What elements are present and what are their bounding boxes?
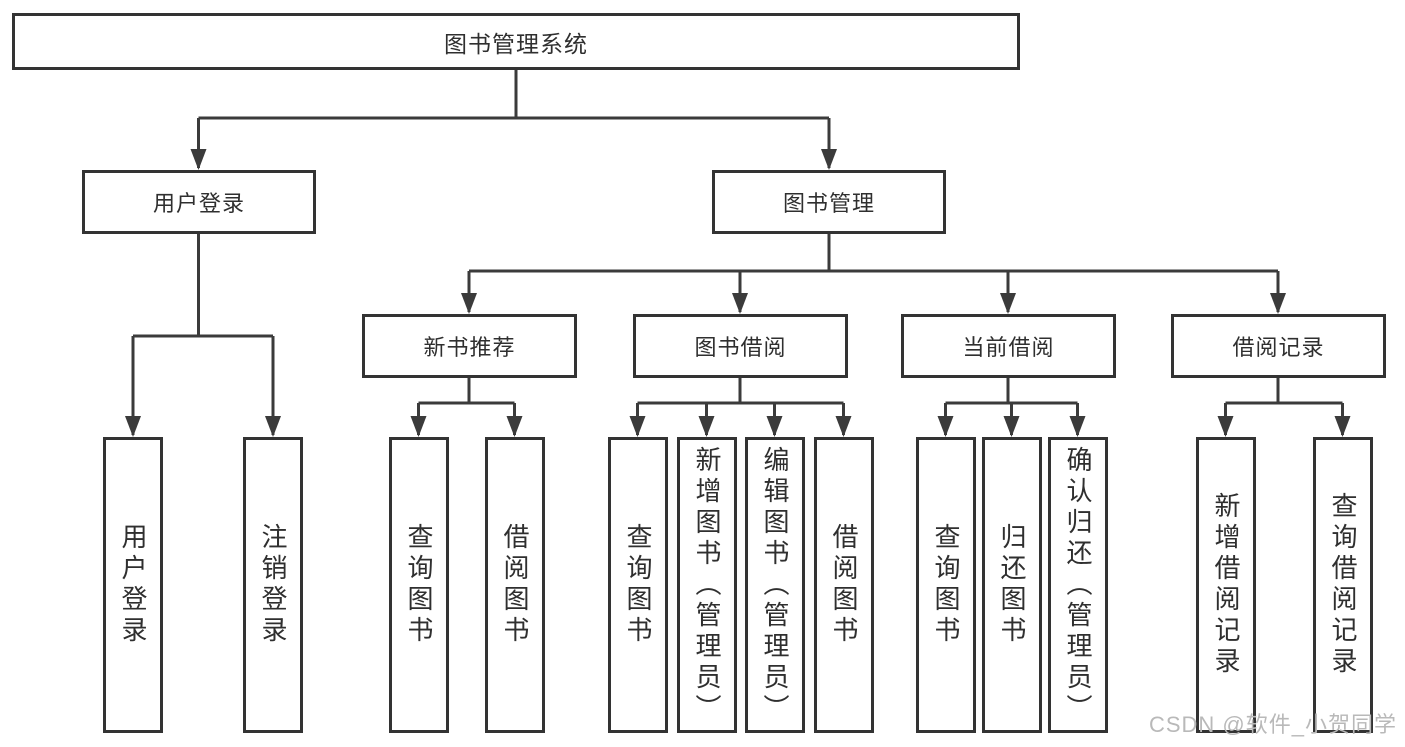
node-library-management-system-label: 图书管理系统 [444,30,588,57]
node-new-book-recommend: 新书推荐 [362,314,577,378]
leaf-current-query-book: 查询图书 [916,437,976,733]
leaf-user-login: 用户登录 [103,437,163,733]
node-library-management-system: 图书管理系统 [12,13,1020,70]
node-book-borrow: 图书借阅 [633,314,848,378]
node-borrow-records-label: 借阅记录 [1232,335,1325,360]
leaf-add-borrow-record-label: 新增借阅记录 [1211,492,1241,678]
leaf-logout-login: 注销登录 [243,437,303,733]
leaf-borrow-query-book: 查询图书 [608,437,668,733]
leaf-recommend-query-book: 查询图书 [389,437,449,733]
leaf-recommend-borrow-book-label: 借阅图书 [500,523,530,647]
node-book-management-label: 图书管理 [782,191,875,216]
leaf-confirm-return-admin-label: 确认归还（管理员） [1063,445,1093,725]
leaf-query-borrow-record-label: 查询借阅记录 [1328,492,1358,678]
leaf-add-book-admin-label: 新增图书（管理员） [692,445,722,725]
leaf-query-borrow-record: 查询借阅记录 [1313,437,1373,733]
node-borrow-records: 借阅记录 [1171,314,1386,378]
leaf-recommend-borrow-book: 借阅图书 [485,437,545,733]
leaf-add-borrow-record: 新增借阅记录 [1196,437,1256,733]
leaf-return-book: 归还图书 [982,437,1042,733]
node-current-borrow: 当前借阅 [901,314,1116,378]
leaf-current-query-book-label: 查询图书 [931,523,961,647]
node-book-management: 图书管理 [712,170,946,234]
leaf-add-book-admin: 新增图书（管理员） [677,437,737,733]
leaf-edit-book-admin: 编辑图书（管理员） [745,437,805,733]
node-user-login-label: 用户登录 [152,191,245,216]
node-book-borrow-label: 图书借阅 [694,335,787,360]
node-user-login: 用户登录 [82,170,316,234]
leaf-user-login-label: 用户登录 [118,523,148,647]
leaf-logout-login-label: 注销登录 [258,523,288,647]
leaf-borrow-query-book-label: 查询图书 [623,523,653,647]
leaf-recommend-query-book-label: 查询图书 [404,523,434,647]
leaf-borrow-book: 借阅图书 [814,437,874,733]
csdn-watermark: CSDN @软件_小贺同学 [1148,712,1397,737]
node-current-borrow-label: 当前借阅 [962,335,1055,360]
leaf-borrow-book-label: 借阅图书 [829,523,859,647]
leaf-return-book-label: 归还图书 [997,523,1027,647]
node-new-book-recommend-label: 新书推荐 [423,335,516,360]
leaf-edit-book-admin-label: 编辑图书（管理员） [760,445,790,725]
leaf-confirm-return-admin: 确认归还（管理员） [1048,437,1108,733]
